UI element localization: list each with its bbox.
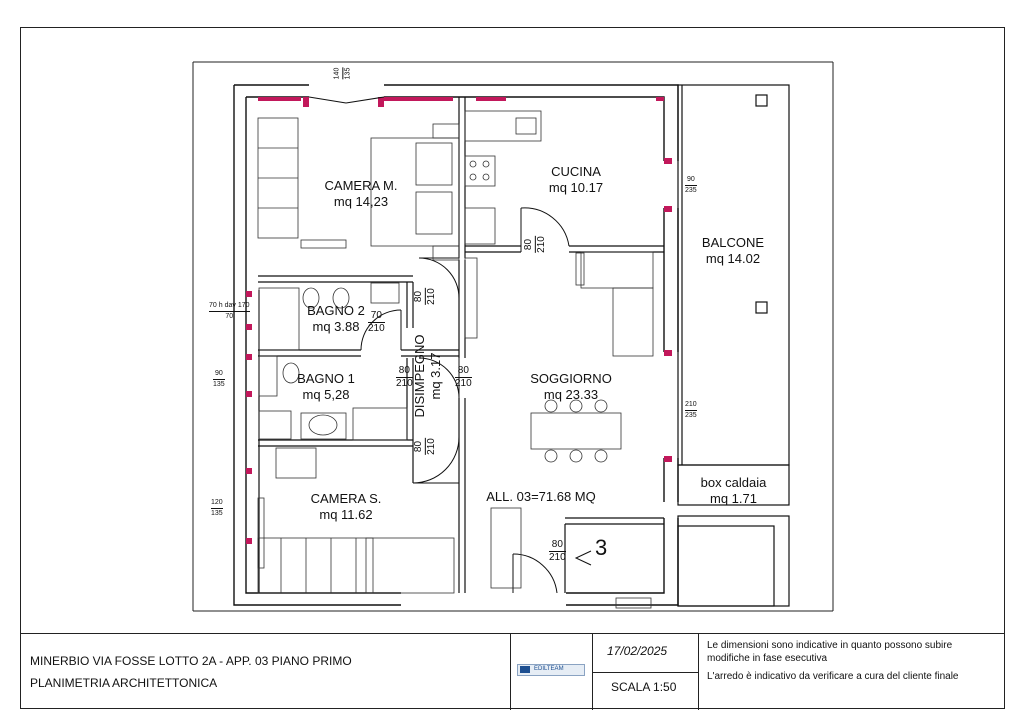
total-area-label: ALL. 03=71.68 MQ [486,489,596,504]
window-jambs [246,97,672,544]
room-name: DISIMPEGNO [412,334,427,418]
entry-arrow [574,550,592,566]
room-name: BAGNO 1 [297,371,355,386]
room-area: mq 1.71 [710,491,757,506]
project-title: MINERBIO VIA FOSSE LOTTO 2A - APP. 03 PI… [30,654,352,668]
room-label-balcone: BALCONE mq 14.02 [683,235,783,267]
note-furniture: L'arredo è indicativo da verificare a cu… [707,671,959,682]
room-area: mq 23.33 [543,387,599,402]
room-label-bagno-2: BAGNO 2 mq 3.88 [291,303,381,335]
apartment-number: 3 [595,535,608,560]
room-name: box caldaia [700,475,767,490]
room-area: mq 5,28 [302,387,350,402]
room-area: mq 14,23 [333,194,389,209]
note-dimensions-2: modifiche in fase esecutiva [707,653,828,664]
room-area: mq 11.62 [319,507,373,522]
room-label-cucina: CUCINA mq 10.17 [526,164,626,196]
room-label-bagno-1: BAGNO 1 mq 5,28 [281,371,371,403]
room-name: CAMERA M. [324,178,398,193]
room-label-disimpegno: DISIMPEGNO mq 3.17 [412,326,444,426]
room-name: BAGNO 2 [307,303,365,318]
room-name: CAMERA S. [310,491,382,506]
room-label-box-caldaia: box caldaia mq 1.71 [678,475,789,507]
notes-cell: Le dimensioni sono indicative in quanto … [698,634,1005,710]
drawing-scale: SCALA 1:50 [611,680,677,694]
room-name: CUCINA [551,164,601,179]
title-block: MINERBIO VIA FOSSE LOTTO 2A - APP. 03 PI… [20,633,1005,710]
furniture [257,110,654,609]
exterior-walls [233,84,679,606]
floor-plan [192,61,834,612]
room-label-soggiorno: SOGGIORNO mq 23.33 [516,371,626,403]
logo-cell: EDILTEAM [510,634,592,710]
room-label-camera-s: CAMERA S. mq 11.62 [296,491,396,523]
room-name: SOGGIORNO [530,371,612,386]
drawing-date: 17/02/2025 [607,644,668,658]
room-area: mq 3.88 [312,319,360,334]
company-logo: EDILTEAM [517,664,585,676]
room-name: BALCONE [701,235,765,250]
drawing-title: PLANIMETRIA ARCHITETTONICA [30,676,218,690]
date-scale-cell: 17/02/2025 SCALA 1:50 [592,634,698,710]
drawing-sheet: CAMERA M. mq 14,23 CUCINA mq 10.17 BALCO… [20,27,1005,709]
note-dimensions-1: Le dimensioni sono indicative in quanto … [707,640,953,651]
balcony-structure [677,84,790,607]
door-swings [308,96,570,594]
room-area: mq 14.02 [705,251,761,266]
room-area: mq 10.17 [548,180,604,195]
room-area: mq 3.17 [428,352,443,400]
room-label-camera-m: CAMERA M. mq 14,23 [311,178,411,210]
